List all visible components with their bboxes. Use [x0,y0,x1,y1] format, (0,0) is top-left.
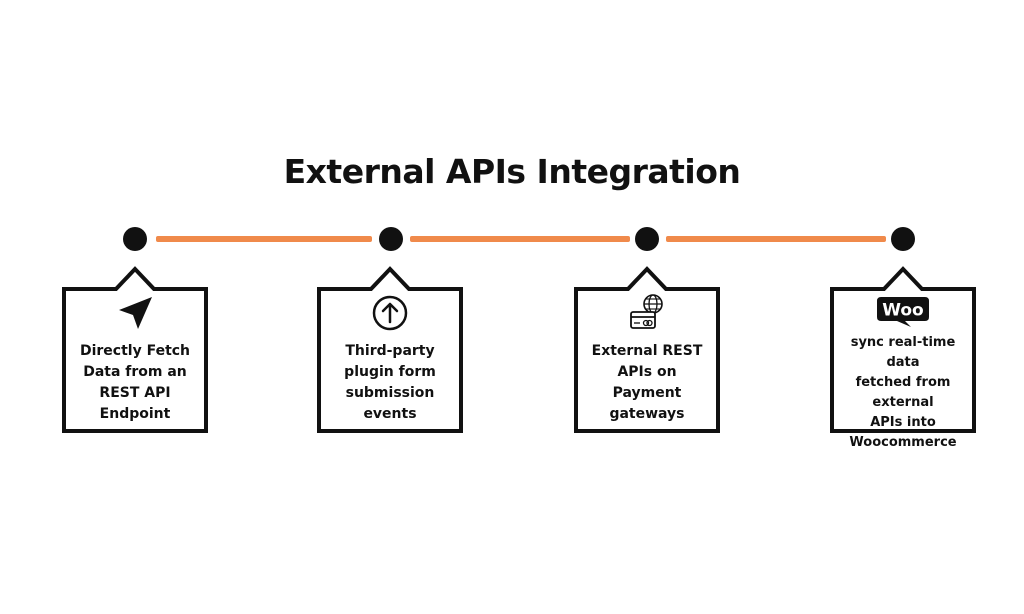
step-card-2: Third-party plugin form submission event… [317,265,463,433]
step-card-1: Directly Fetch Data from an REST API End… [62,265,208,433]
step-text: Directly Fetch Data from an REST API End… [79,343,191,422]
card-frame [574,266,720,433]
timeline-dot-1 [123,227,147,251]
step-text: External REST APIs on Payment gateways [591,343,703,422]
step-card-4: Woo sync real-time data fetched from ext… [830,265,976,450]
timeline-dot-3 [635,227,659,251]
step-text: Third-party plugin form submission event… [344,343,436,422]
card-frame [62,266,208,433]
woo-logo-icon: Woo [875,293,931,329]
card-frame [830,266,976,433]
upload-circle-icon [370,293,410,333]
step-card-3: External REST APIs on Payment gateways [574,265,720,433]
connector-line-2 [410,236,630,242]
connector-line-1 [156,236,372,242]
card-frame [317,266,463,433]
connector-line-3 [666,236,886,242]
timeline-dot-4 [891,227,915,251]
diagram-title: External APIs Integration [283,152,741,191]
woo-logo-text: Woo [882,301,924,321]
timeline-dot-2 [379,227,403,251]
payment-gateway-icon [627,293,667,333]
step-text: sync real-time data fetched from externa… [849,335,957,450]
navigation-arrow-icon [115,293,155,333]
